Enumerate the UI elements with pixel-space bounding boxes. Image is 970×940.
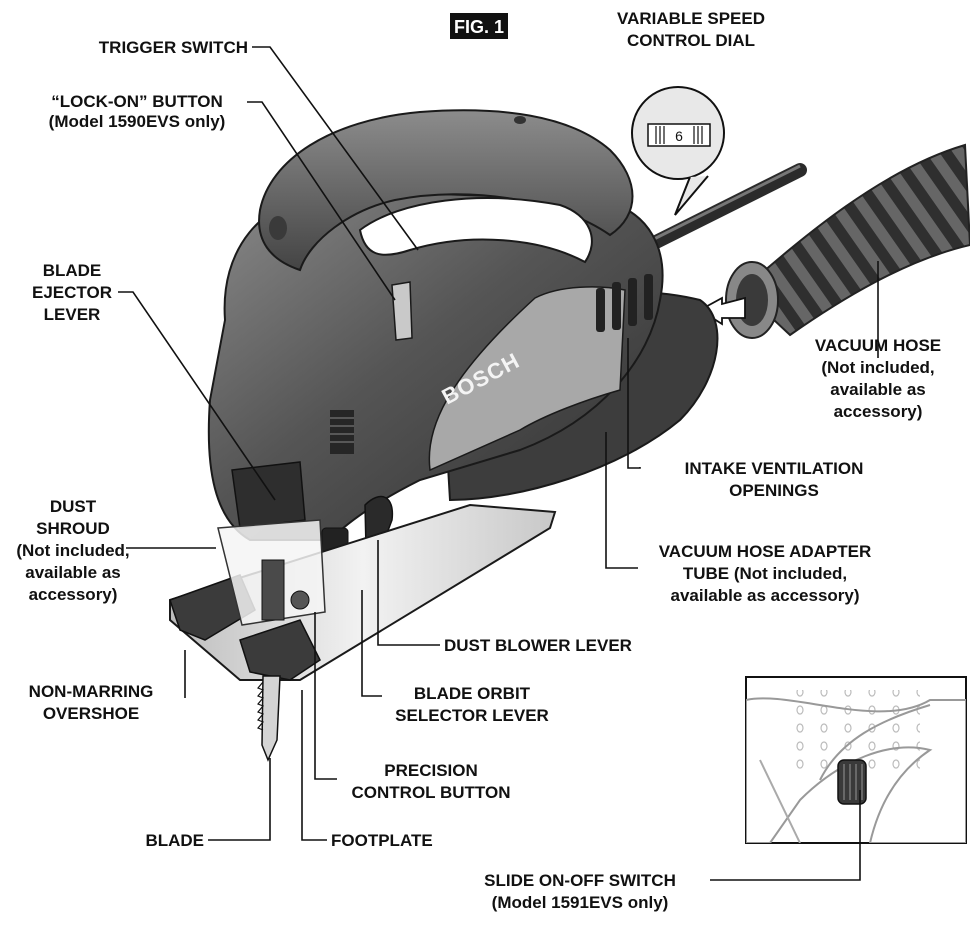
label-non-marring-line2: OVERSHOE: [43, 704, 139, 723]
label-dust-shroud-line1: DUST: [50, 497, 97, 516]
handle-screw: [269, 216, 287, 240]
label-slide-switch-line1: SLIDE ON-OFF SWITCH: [484, 871, 676, 890]
jigsaw-illustration: BOSCH: [169, 109, 719, 762]
label-lock-on-button-line2: (Model 1590EVS only): [49, 112, 226, 131]
slide-on-off-switch: [837, 759, 867, 805]
label-dust-shroud-line3: (Not included,: [16, 541, 129, 560]
callout-labels: TRIGGER SWITCH “LOCK-ON” BUTTON (Model 1…: [16, 9, 941, 912]
intake-ventilation-openings: [596, 274, 653, 332]
front-grip: [330, 410, 354, 454]
power-cord: [633, 163, 807, 257]
label-vacuum-hose-adapter-line2: TUBE (Not included,: [683, 564, 847, 583]
label-non-marring-line1: NON-MARRING: [29, 682, 154, 701]
trigger-switch: [391, 281, 413, 341]
label-vacuum-hose-adapter-line1: VACUUM HOSE ADAPTER: [659, 542, 872, 561]
label-blade-ejector-line3: LEVER: [44, 305, 101, 324]
vacuum-hose: [698, 143, 970, 339]
label-blade-orbit-line2: SELECTOR LEVER: [395, 706, 549, 725]
label-speed-dial-line1: VARIABLE SPEED: [617, 9, 765, 28]
label-dust-shroud-line2: SHROUD: [36, 519, 110, 538]
label-precision-control-line2: CONTROL BUTTON: [352, 783, 511, 802]
handle-opening: [358, 197, 593, 264]
label-slide-switch-line2: (Model 1591EVS only): [492, 893, 669, 912]
figure-tag-text: FIG. 1: [454, 17, 504, 37]
speed-dial-callout: 6: [631, 86, 725, 216]
label-intake-ventilation-line1: INTAKE VENTILATION: [685, 459, 864, 478]
label-dust-blower-lever: DUST BLOWER LEVER: [444, 636, 632, 655]
label-trigger-switch: TRIGGER SWITCH: [99, 38, 248, 57]
label-speed-dial-line2: CONTROL DIAL: [627, 31, 755, 50]
leader-lines: [118, 46, 879, 881]
label-vacuum-hose-adapter-line3: available as accessory): [670, 586, 859, 605]
blade: [261, 675, 281, 762]
label-blade-orbit-line1: BLADE ORBIT: [414, 684, 531, 703]
blade-plunger: [261, 559, 285, 621]
label-blade: BLADE: [145, 831, 204, 850]
label-dust-shroud-line4: available as: [25, 563, 120, 582]
speed-dial-value: 6: [675, 128, 683, 144]
label-intake-ventilation-line2: OPENINGS: [729, 481, 819, 500]
handle: [258, 109, 634, 272]
slide-switch-inset: [745, 676, 967, 844]
label-vacuum-hose-line4: accessory): [834, 402, 923, 421]
label-blade-ejector-line2: EJECTOR: [32, 283, 112, 302]
label-blade-ejector-line1: BLADE: [43, 261, 102, 280]
label-vacuum-hose-line3: available as: [830, 380, 925, 399]
label-vacuum-hose-line2: (Not included,: [821, 358, 934, 377]
label-dust-shroud-line5: accessory): [29, 585, 118, 604]
figure-tag: FIG. 1: [450, 13, 508, 39]
label-vacuum-hose-line1: VACUUM HOSE: [815, 336, 941, 355]
label-precision-control-line1: PRECISION: [384, 761, 478, 780]
side-panel: [428, 286, 626, 472]
label-lock-on-button-line1: “LOCK-ON” BUTTON: [51, 92, 223, 111]
non-marring-overshoe-front: [239, 619, 321, 681]
insert-arrow-icon: [698, 296, 746, 326]
precision-control-button: [290, 590, 310, 610]
blade-ejector-lever: [231, 461, 306, 529]
label-footplate: FOOTPLATE: [331, 831, 433, 850]
